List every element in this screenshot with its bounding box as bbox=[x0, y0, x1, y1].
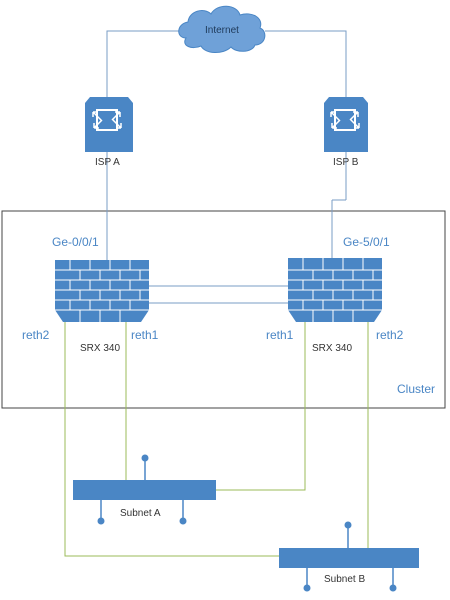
isp-b-router-icon bbox=[324, 97, 368, 152]
subnet-b-label: Subnet B bbox=[324, 574, 366, 585]
left-fw-reth1-label: reth1 bbox=[131, 328, 159, 342]
right-fw-reth1-label: reth1 bbox=[266, 328, 294, 342]
right-fw-name: SRX 340 bbox=[312, 343, 353, 354]
left-firewall-icon bbox=[55, 260, 149, 322]
right-firewall-icon bbox=[288, 258, 382, 322]
right-uplink-label: Ge-5/0/1 bbox=[343, 235, 390, 249]
link-left-reth2-subnet-b bbox=[64, 322, 279, 557]
link-internet-isp-b bbox=[265, 30, 347, 97]
left-fw-reth2-label: reth2 bbox=[22, 328, 50, 342]
subnet-a-bar bbox=[73, 454, 216, 525]
isp-a-router-icon bbox=[85, 97, 133, 152]
subnet-b-bar bbox=[279, 521, 419, 592]
left-fw-name: SRX 340 bbox=[80, 343, 121, 354]
right-fw-reth2-label: reth2 bbox=[376, 328, 404, 342]
link-right-reth1-subnet-a bbox=[216, 322, 306, 491]
isp-b-label: ISP B bbox=[333, 157, 359, 168]
cluster-box bbox=[1, 210, 446, 409]
internet-cloud-icon bbox=[178, 5, 266, 53]
left-uplink-label: Ge-0/0/1 bbox=[52, 235, 99, 249]
cluster-label: Cluster bbox=[397, 382, 436, 396]
link-internet-isp-a bbox=[106, 30, 188, 97]
internet-label: Internet bbox=[205, 25, 239, 36]
subnet-a-label: Subnet A bbox=[120, 508, 161, 519]
isp-a-label: ISP A bbox=[95, 157, 120, 168]
